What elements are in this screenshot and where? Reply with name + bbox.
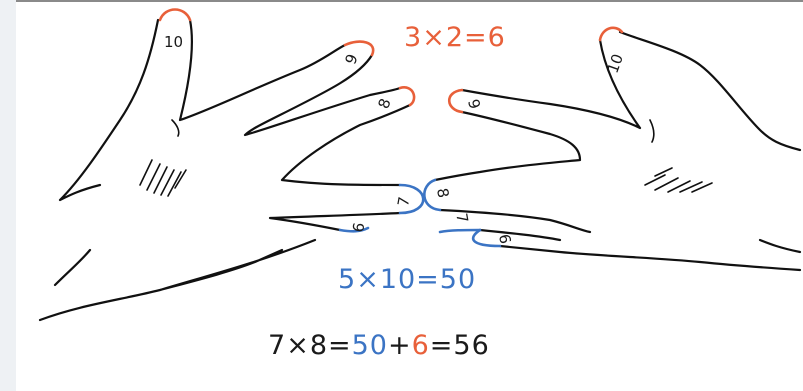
eq-bot-eq1: = — [328, 330, 352, 361]
eq-bot-units: 6 — [411, 330, 430, 361]
right-thumb-crease — [649, 119, 655, 143]
label-left-pinky: 6 — [349, 221, 368, 234]
left-margin — [0, 0, 16, 391]
label-right-middle: 8 — [433, 187, 452, 200]
left-thumb-crease — [171, 119, 180, 137]
eq-bot-plus: + — [387, 330, 412, 361]
left-palm-hatch — [139, 159, 187, 197]
equation-bottom: 7×8=50+6=56 — [268, 330, 490, 361]
left-hand-outline — [38, 18, 412, 322]
eq-mid-op: × — [356, 264, 380, 295]
eq-bot-b: 8 — [309, 330, 328, 361]
eq-top-op: × — [422, 22, 446, 53]
eq-bot-eq2: = — [429, 330, 454, 361]
eq-top-a: 3 — [404, 22, 423, 53]
right-thumb-tip — [598, 26, 624, 42]
right-middle-tip — [447, 88, 464, 114]
top-border — [0, 0, 803, 2]
eq-top-eq: = — [464, 22, 488, 53]
eq-top-result: 6 — [487, 22, 506, 53]
label-left-thumb: 10 — [164, 33, 183, 51]
eq-bot-a: 7 — [268, 330, 287, 361]
eq-bot-tens: 50 — [351, 330, 388, 361]
label-right-index: 9 — [464, 97, 484, 111]
eq-bot-result: 56 — [453, 330, 490, 361]
right-palm-hatch — [644, 167, 713, 193]
label-left-ring: 7 — [394, 195, 413, 208]
label-left-middle: 8 — [374, 96, 394, 111]
right-ring-lower — [438, 228, 482, 234]
eq-bot-op: × — [286, 330, 310, 361]
eq-mid-result: 50 — [439, 264, 477, 295]
left-pinky-tip — [338, 226, 370, 233]
eq-top-b: 2 — [445, 22, 464, 53]
left-ring-tip — [398, 183, 425, 215]
label-right-ring: 7 — [452, 212, 471, 225]
equation-middle: 5×10=50 — [338, 264, 476, 295]
label-left-index: 9 — [341, 52, 361, 67]
eq-mid-a: 5 — [338, 264, 357, 295]
left-index-tip — [343, 40, 375, 57]
eq-mid-eq: = — [416, 264, 440, 295]
right-ring-tip — [423, 178, 442, 212]
label-right-pinky: 6 — [495, 233, 514, 246]
left-thumb-tip — [158, 8, 192, 22]
eq-mid-b: 10 — [379, 264, 417, 295]
equation-top: 3×2=6 — [404, 22, 506, 53]
right-pinky-tip — [471, 228, 502, 248]
label-right-thumb: 10 — [604, 52, 627, 76]
left-middle-tip — [398, 86, 416, 107]
right-hand-outline — [433, 30, 802, 272]
